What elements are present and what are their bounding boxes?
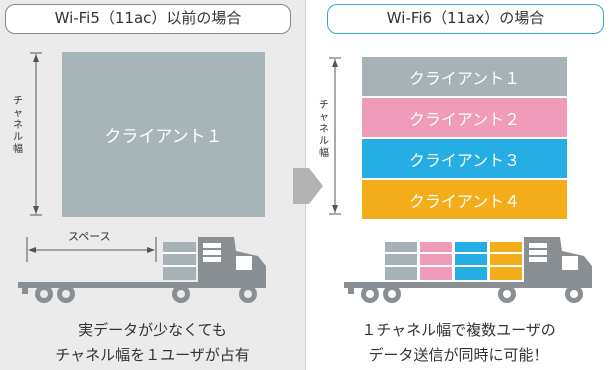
right-truck-icon (344, 237, 592, 303)
right-caption-line-1: １チャネル幅で複数ユーザの (361, 321, 556, 339)
right-client-3-block: クライアント３ (362, 139, 567, 178)
space-arrow (26, 237, 157, 262)
transition-arrow-icon (293, 168, 323, 204)
right-client-4-block: クライアント４ (362, 180, 567, 219)
left-client-1-label: クライアント１ (104, 127, 223, 147)
right-client-4-label: クライアント４ (408, 191, 521, 211)
left-caption: 実データが少なくても チャネル幅を１ユーザが占有 (0, 318, 305, 368)
space-label: スペース (66, 228, 113, 244)
left-client-1-block: クライアント１ (62, 52, 265, 217)
right-channel-width-arrow (329, 57, 341, 215)
right-channel-width-label: チャネル幅 (319, 100, 329, 159)
left-truck-icon (18, 237, 266, 303)
left-caption-line-1: 実データが少なくても (78, 321, 227, 339)
right-client-1-block: クライアント１ (362, 57, 567, 96)
left-channel-width-arrow (30, 52, 42, 216)
right-client-2-block: クライアント２ (362, 98, 567, 137)
left-caption-line-2: チャネル幅を１ユーザが占有 (55, 346, 250, 364)
left-panel-title: Wi-Fi5（11ac）以前の場合 (5, 4, 291, 34)
right-client-2-label: クライアント２ (408, 109, 521, 129)
right-client-3-label: クライアント３ (408, 150, 521, 170)
left-channel-width-label: チャネル幅 (13, 96, 23, 155)
right-panel-title: Wi-Fi6（11ax）の場合 (327, 4, 604, 34)
right-client-1-label: クライアント１ (408, 68, 521, 88)
right-caption: １チャネル幅で複数ユーザの データ送信が同時に可能！ (306, 318, 611, 368)
right-caption-line-2: データ送信が同時に可能！ (368, 346, 549, 364)
